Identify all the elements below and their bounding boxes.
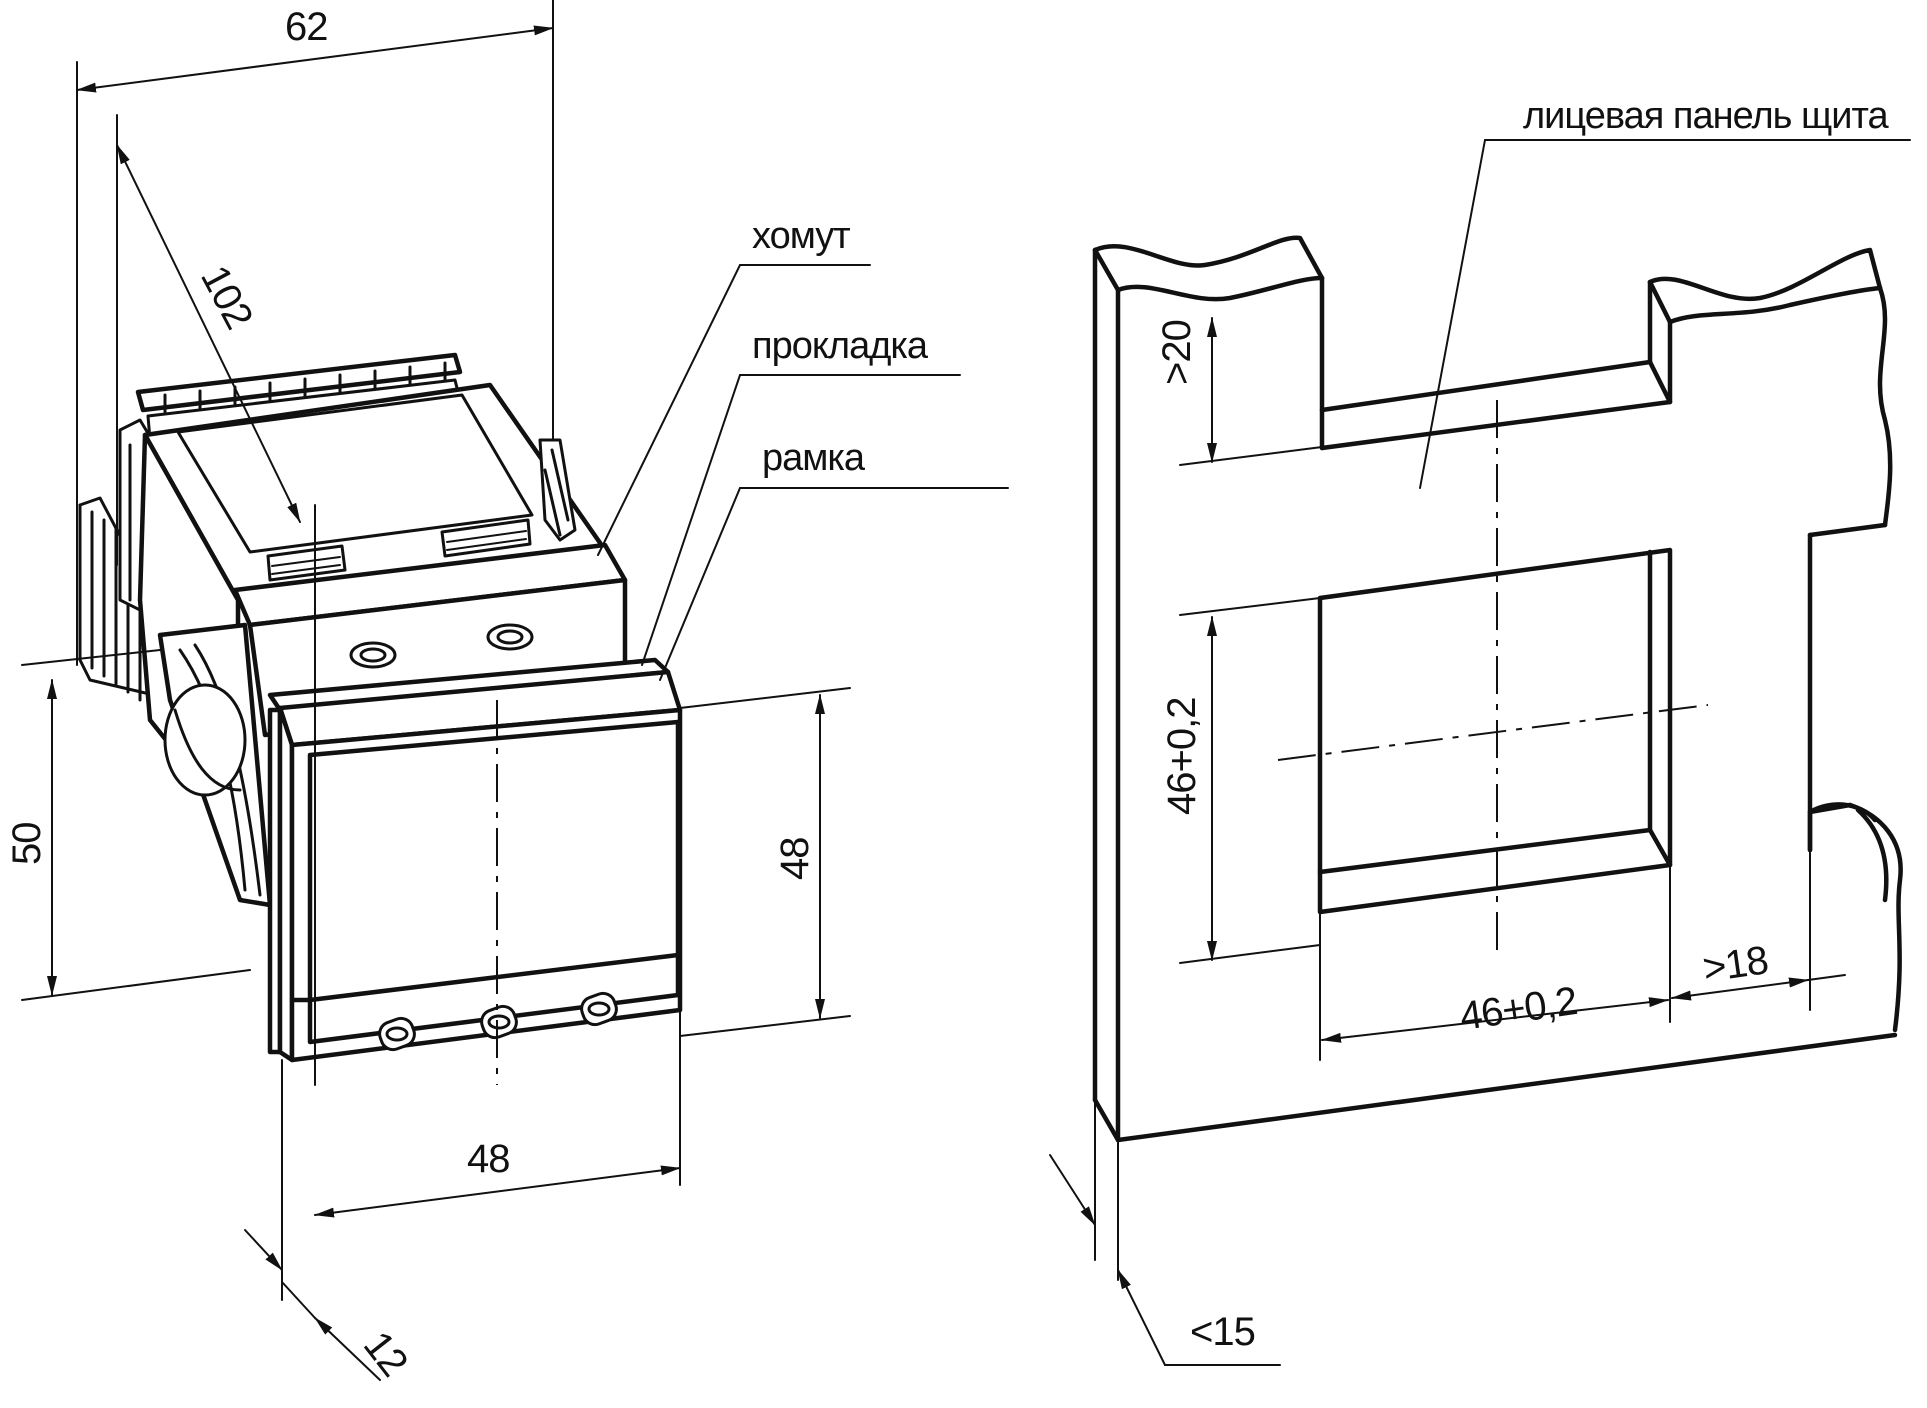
front-bezel: [277, 669, 683, 1085]
right-dimension-lines: [1049, 139, 1911, 1366]
dim-cutout-width: 46+0,2: [1457, 979, 1579, 1039]
panel-cutout: [1317, 547, 1673, 915]
label-gasket: прокладка: [752, 325, 929, 367]
device-view: 62 102 50 48 48 12 хомут прокладка рамка: [5, 0, 1009, 1384]
dim-cutout-height: 46+0,2: [1160, 698, 1204, 815]
dim-total-width: 62: [285, 5, 328, 49]
dim-front-thickness: 12: [355, 1323, 416, 1384]
dim-side-margin: >18: [1700, 938, 1770, 991]
label-frame: рамка: [762, 437, 866, 479]
dim-panel-thickness: <15: [1190, 1310, 1255, 1354]
left-dimension-lines: [21, 0, 1009, 1381]
label-collar: хомут: [752, 215, 850, 257]
label-panel: лицевая панель щита: [1523, 95, 1889, 137]
dim-front-height: 48: [773, 838, 817, 881]
dim-top-margin: >20: [1155, 320, 1199, 385]
panel-view: >20 46+0,2 46+0,2 >18 <15 лицевая панель…: [1049, 95, 1911, 1366]
dim-depth: 102: [192, 259, 261, 336]
dim-body-height: 50: [5, 823, 49, 866]
dim-front-width: 48: [467, 1137, 510, 1181]
front-buttons: [378, 991, 618, 1052]
